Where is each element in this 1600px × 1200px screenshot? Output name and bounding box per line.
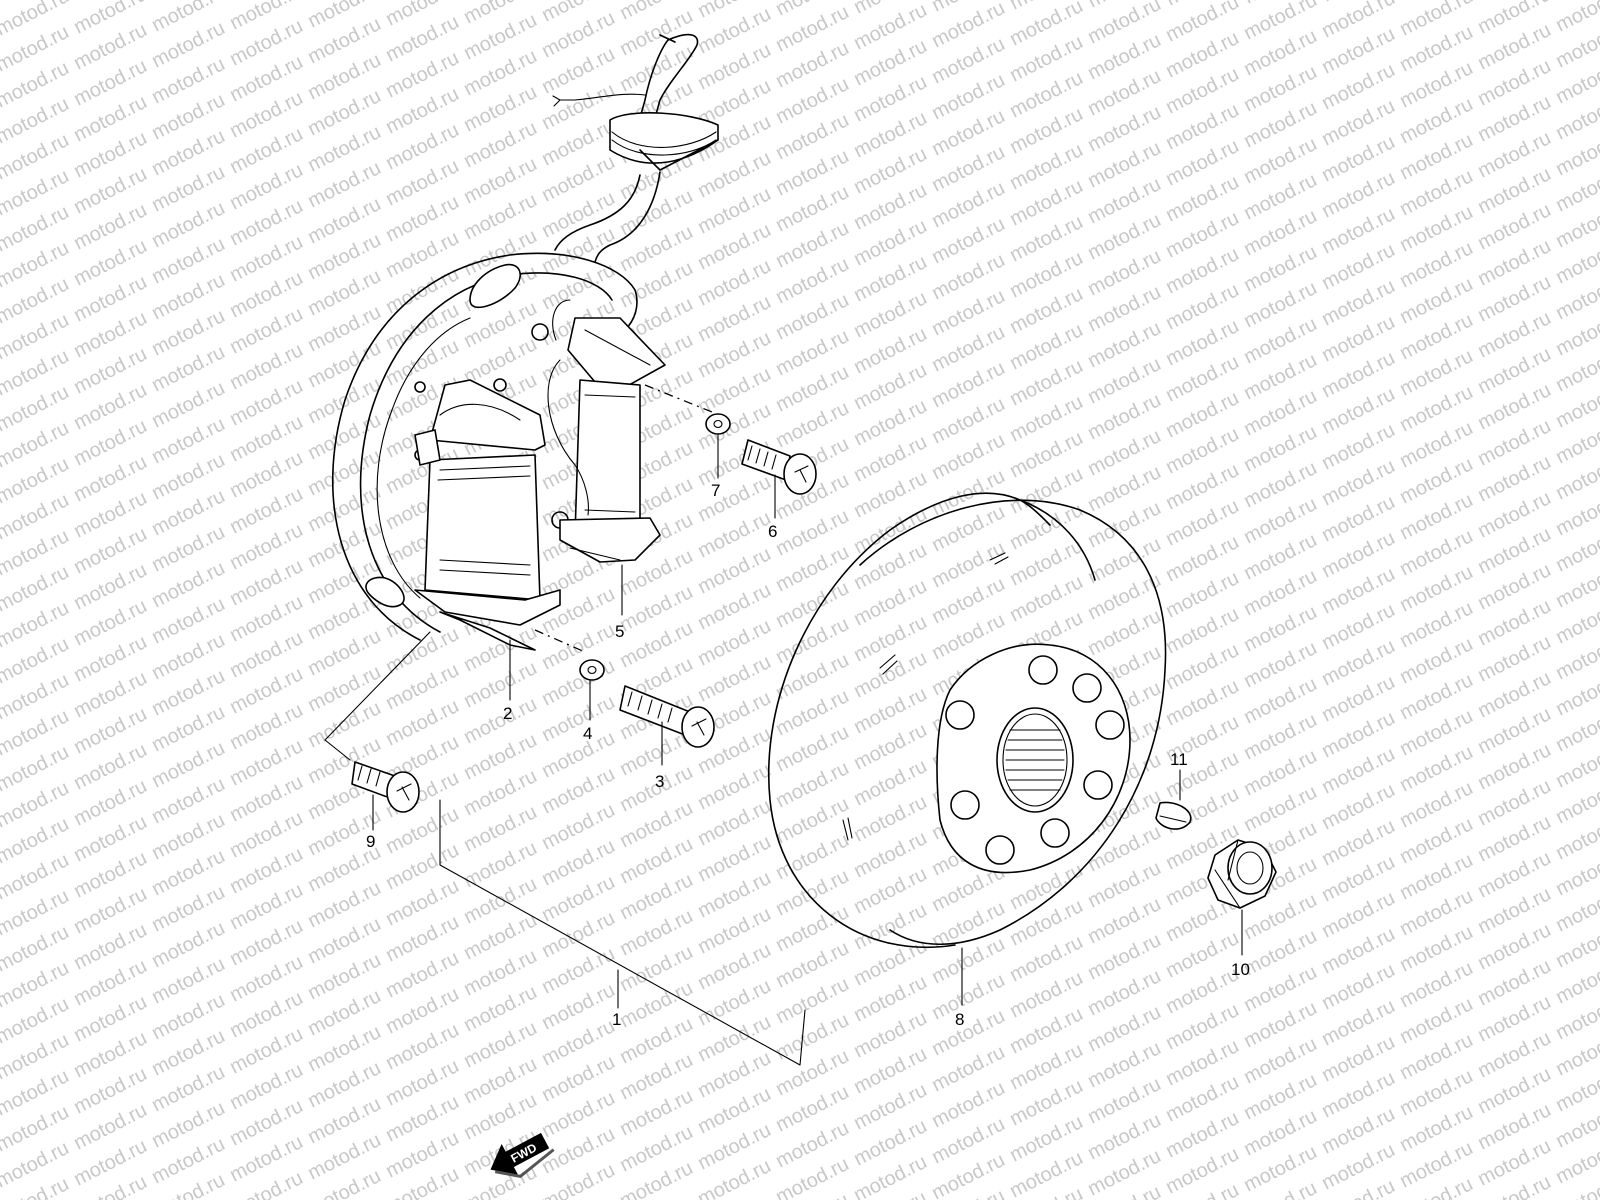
washer-4	[579, 659, 605, 681]
callout-3: 3	[655, 772, 664, 791]
callout-5: 5	[615, 622, 624, 641]
callout-7: 7	[711, 481, 720, 500]
callout-6: 6	[768, 522, 777, 541]
center-line-6	[644, 384, 713, 413]
woodruff-key-11	[1155, 801, 1192, 830]
screw-3	[619, 685, 715, 748]
watermark-text: motod.ru	[1552, 0, 1600, 36]
callout-2: 2	[503, 704, 512, 723]
callout-10: 10	[1231, 960, 1250, 979]
screw-9	[351, 761, 420, 813]
callout-4: 4	[583, 724, 592, 743]
washer-7	[705, 413, 731, 435]
callout-labels: 1 2 3 4 5 6 7 8 9 10 11	[366, 481, 1250, 1029]
screw-6	[741, 439, 817, 495]
pickup-coil	[414, 379, 561, 651]
nut-10	[1207, 839, 1277, 909]
callout-9: 9	[366, 832, 375, 851]
callout-8: 8	[955, 1010, 964, 1029]
callout-1: 1	[612, 1010, 621, 1029]
rotor-flywheel	[768, 492, 1167, 949]
center-line-3	[534, 629, 586, 653]
leader-lines	[324, 434, 1243, 1066]
callout-11: 11	[1170, 750, 1188, 769]
stator-plate	[331, 33, 719, 641]
charging-coil	[547, 299, 666, 563]
